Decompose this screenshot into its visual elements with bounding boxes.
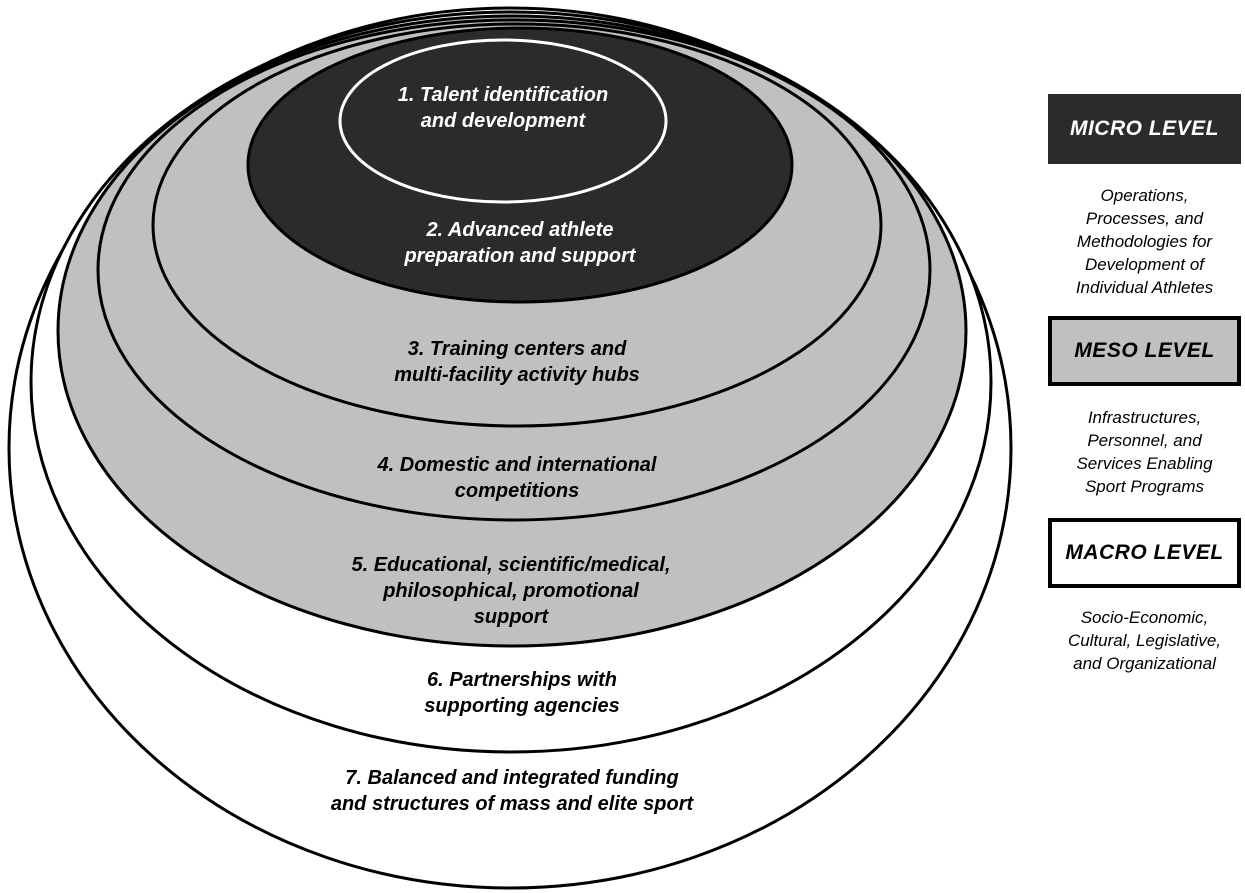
ring-label-2: 2. Advanced athlete preparation and supp…: [404, 219, 636, 267]
ring-label-3: 3. Training centers and multi-facility a…: [394, 338, 640, 386]
legend-macro-title: MACRO LEVEL: [1065, 541, 1224, 564]
legend-micro-title: MICRO LEVEL: [1069, 117, 1219, 140]
ring-label-5: 5. Educational, scientific/medical, phil…: [351, 554, 671, 628]
rings-svg: [7, 6, 1013, 890]
legend-micro-description: Operations, Processes, and Methodologies…: [1075, 186, 1214, 297]
ring-1-ellipse-micro: [338, 38, 668, 204]
legend-meso-box: MESO LEVEL: [1048, 316, 1241, 386]
legend-meso-description: Infrastructures, Personnel, and Services…: [1076, 408, 1213, 496]
ring-label-1: 1. Talent identification and development: [397, 84, 609, 132]
legend-meso-title: MESO LEVEL: [1074, 339, 1215, 362]
ring-label-4: 4. Domestic and international competitio…: [377, 454, 657, 502]
legend: MICRO LEVEL Operations, Processes, and M…: [1048, 0, 1241, 893]
legend-macro-box: MACRO LEVEL: [1048, 518, 1241, 588]
legend-micro-box: MICRO LEVEL: [1048, 94, 1241, 164]
ring-label-7: 7. Balanced and integrated funding and s…: [330, 767, 694, 815]
ring-label-6: 6. Partnerships with supporting agencies: [424, 669, 620, 717]
legend-macro-description: Socio-Economic, Cultural, Legislative, a…: [1067, 608, 1222, 673]
